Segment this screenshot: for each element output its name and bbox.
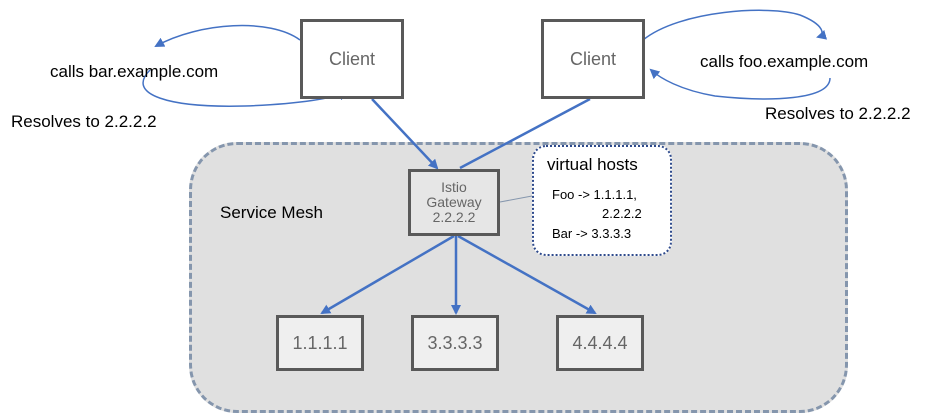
backend-box-2: 3.3.3.3 xyxy=(411,315,499,371)
backend-label-3: 4.4.4.4 xyxy=(572,332,628,353)
client-right-call-text: calls foo.example.com xyxy=(700,52,869,71)
client-left-to-gateway-arrow xyxy=(371,98,439,170)
client-left-box: Client xyxy=(300,19,404,99)
vhost-entry-foo: Foo -> 1.1.1.1, xyxy=(552,187,637,202)
vhost-entry-foo-ip2: 2.2.2.2 xyxy=(602,206,642,221)
client-right-call-loop xyxy=(642,9,828,41)
client-right-label: Client xyxy=(569,48,617,69)
client-left-label: Client xyxy=(328,48,376,69)
gateway-to-vhosts-link xyxy=(499,195,533,203)
backend-label-2: 3.3.3.3 xyxy=(427,332,483,353)
client-right-resolve-loop xyxy=(649,68,831,100)
client-right-resolve-text: Resolves to 2.2.2.2 xyxy=(765,104,911,123)
istio-gateway-box: Istio Gateway 2.2.2.2 xyxy=(408,169,500,236)
gateway-to-backend-1-arrow xyxy=(320,234,455,315)
virtual-hosts-title: virtual hosts xyxy=(547,155,638,174)
client-right-box: Client xyxy=(541,19,645,99)
backend-box-1: 1.1.1.1 xyxy=(276,315,364,371)
gateway-line-1: Istio xyxy=(441,179,467,195)
vhost-entry-bar: Bar -> 3.3.3.3 xyxy=(552,226,632,241)
virtual-hosts-box: virtual hosts Foo -> 1.1.1.1, 2.2.2.2 Ba… xyxy=(532,145,672,256)
service-mesh-label: Service Mesh xyxy=(220,203,323,222)
client-left-call-loop xyxy=(154,24,301,47)
backend-box-3: 4.4.4.4 xyxy=(556,315,644,371)
client-left-call-text: calls bar.example.com xyxy=(50,62,219,81)
backend-label-1: 1.1.1.1 xyxy=(292,332,348,353)
gateway-to-backend-3-arrow xyxy=(457,234,597,315)
gateway-line-2: Gateway xyxy=(426,194,482,210)
client-right-to-gateway-arrow xyxy=(459,97,591,170)
client-left-resolve-text: Resolves to 2.2.2.2 xyxy=(11,112,157,131)
gateway-line-3: 2.2.2.2 xyxy=(432,209,476,225)
